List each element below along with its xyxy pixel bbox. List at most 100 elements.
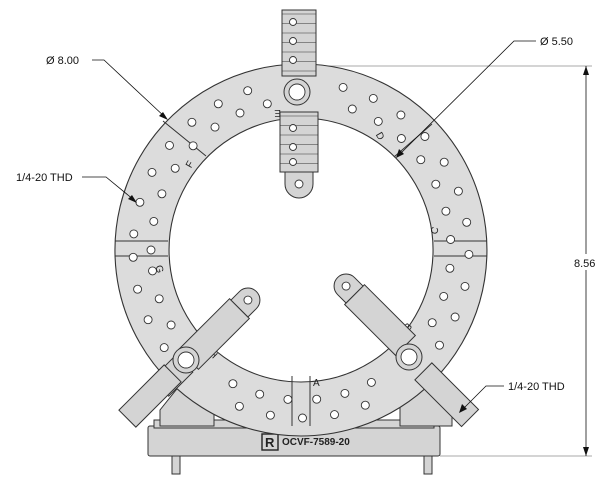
top-clamp (279, 9, 319, 199)
ring-hole (396, 134, 406, 143)
base-foot-right (423, 455, 433, 475)
ring-hole (453, 186, 463, 196)
ring-hole (427, 318, 437, 328)
right-clamp-knob-highlight (400, 348, 418, 366)
thread-callout-right: 1/4-20 THD (508, 381, 565, 393)
ring-hole (235, 108, 245, 118)
ring-hole (366, 377, 376, 387)
ring-hole (159, 343, 169, 353)
ring-hole (166, 320, 176, 330)
segment-label-g: G (152, 264, 165, 275)
ring-hole (373, 116, 383, 126)
seam-top-left (162, 120, 207, 157)
height-arrow-bottom (583, 447, 589, 456)
ring-hole (165, 140, 174, 150)
top-clamp-knob-highlight (288, 83, 306, 101)
ring-hole (289, 124, 297, 132)
ring-hole (146, 245, 156, 255)
base-foot-left (171, 455, 181, 475)
ring-hole (234, 401, 244, 411)
ring-hole (298, 413, 307, 423)
ring-hole (265, 410, 275, 420)
ring-hole (416, 155, 426, 165)
ring-hole (312, 394, 322, 404)
height-arrow-top (583, 66, 589, 75)
ring-hole (347, 104, 357, 114)
ring-hole (187, 117, 197, 127)
ring-hole (340, 388, 350, 398)
ring-hole (289, 37, 297, 45)
ring-hole (338, 82, 348, 92)
top-clamp-upper-bar (281, 9, 317, 77)
outer-diameter-leader (92, 59, 167, 119)
thread-leader-right (461, 385, 504, 411)
ring-hole (188, 141, 198, 151)
segment-label-c: C (429, 226, 441, 236)
ring-hole (228, 379, 238, 389)
ring-hole (368, 93, 378, 103)
ring-hole (289, 143, 297, 151)
ring-hole (255, 389, 265, 399)
top-clamp-tab-hole (294, 179, 304, 189)
ring-hole (148, 266, 157, 276)
ring-hole (446, 235, 456, 244)
ring-hole (464, 249, 474, 259)
thread-arrow-left (128, 195, 137, 203)
inner-diameter-arrow (396, 149, 404, 158)
top-clamp-lower-bar (279, 111, 319, 173)
ring-hole (133, 284, 143, 294)
inner-diameter-leader (397, 40, 536, 157)
ring-hole (396, 110, 406, 120)
ring-body (114, 63, 488, 437)
vise-ring (114, 63, 488, 437)
ring-hole (360, 400, 370, 410)
ring-hole (431, 179, 441, 189)
brand-logo: R (265, 435, 275, 450)
ring-hole (450, 312, 460, 322)
thread-arrow-right (459, 404, 467, 413)
segment-label-a: A (313, 378, 320, 389)
ring-hole (170, 163, 180, 173)
thread-leader-left (82, 176, 135, 201)
ring-hole (213, 99, 223, 109)
right-clamp (333, 273, 417, 357)
ring-hole (154, 294, 164, 304)
ring-holes (128, 82, 474, 423)
ring-hole (128, 252, 138, 262)
ring-hole (420, 132, 430, 141)
ring-hole (289, 18, 297, 26)
ring-hole (210, 122, 220, 132)
ring-hole (462, 217, 472, 227)
ring-hole (439, 291, 449, 301)
ring-hole (445, 263, 455, 273)
height-label-bg (575, 254, 597, 270)
thread-callout-left: 1/4-20 THD (16, 172, 73, 184)
clamp-holes (289, 18, 297, 166)
left-clamp-outer (118, 364, 182, 428)
ring-hole (283, 394, 293, 404)
segment-label-f: F (184, 159, 197, 170)
left-clamp-knob-highlight (177, 351, 195, 369)
ring-hole (289, 56, 297, 64)
height-dimension-label: 8.56 (574, 258, 595, 270)
ring-hole (330, 410, 339, 420)
ring-hole (262, 99, 272, 109)
ring-hole (243, 86, 253, 96)
outer-diameter-label: Ø 8.00 (46, 55, 79, 67)
ring-hole (289, 158, 297, 166)
ring-hole (129, 229, 139, 239)
part-number: OCVF-7589-20 (282, 437, 350, 448)
ring-hole (460, 281, 470, 291)
inner-diameter-label: Ø 5.50 (540, 36, 573, 48)
outer-diameter-arrow (159, 112, 168, 120)
ring-hole (157, 189, 167, 199)
ring-hole (135, 197, 145, 207)
segment-label-e: E (274, 107, 281, 118)
segment-label-d: D (373, 131, 386, 143)
ring-hole (149, 216, 159, 226)
ring-hole (143, 315, 153, 325)
ring-hole (435, 340, 444, 350)
ring-hole (147, 167, 157, 177)
ring-hole (439, 157, 449, 167)
